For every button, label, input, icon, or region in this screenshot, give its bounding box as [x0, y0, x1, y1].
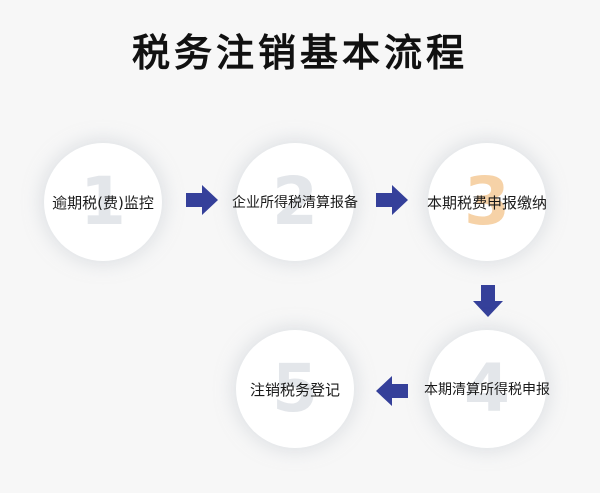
step-4-number: 4	[464, 350, 510, 427]
step-5-number: 5	[272, 350, 318, 427]
arrow-right-icon	[186, 185, 218, 215]
step-3-label: 本期税费申报缴纳	[426, 193, 547, 212]
step-3: 3 本期税费申报缴纳	[427, 143, 547, 261]
arrow-left-icon	[376, 376, 408, 406]
step-2-label: 企业所得税清算报备	[232, 195, 358, 211]
arrow-right-icon	[376, 185, 408, 215]
step-4: 4 本期清算所得税申报	[424, 330, 550, 448]
step-1-label: 逾期税(费)监控	[52, 193, 154, 212]
arrow-down-icon	[473, 285, 503, 317]
step-3-number: 3	[464, 163, 510, 240]
step-5: 5 注销税务登记	[236, 330, 354, 448]
page-title: 税务注销基本流程	[131, 31, 468, 75]
step-1: 1 逾期税(费)监控	[44, 143, 162, 261]
step-4-label: 本期清算所得税申报	[424, 382, 550, 398]
step-2-number: 2	[272, 163, 318, 240]
step-5-label: 注销税务登记	[249, 380, 340, 399]
step-2: 2 企业所得税清算报备	[232, 143, 358, 261]
step-1-number: 1	[80, 163, 126, 240]
